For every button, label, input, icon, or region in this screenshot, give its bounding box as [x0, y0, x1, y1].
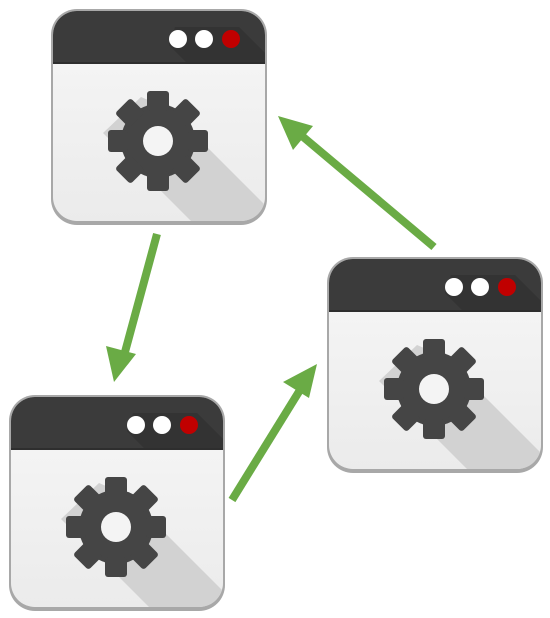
app-window-bottom-left [9, 395, 225, 611]
app-window-right [327, 257, 543, 473]
arrow-right-to-top [278, 116, 437, 251]
gear-icon [51, 9, 267, 225]
gear-icon [327, 257, 543, 473]
arrow-top-to-bottom-left [106, 232, 161, 382]
gear-icon [9, 395, 225, 611]
arrow-bottom-left-to-right [228, 364, 317, 503]
app-window-top [51, 9, 267, 225]
